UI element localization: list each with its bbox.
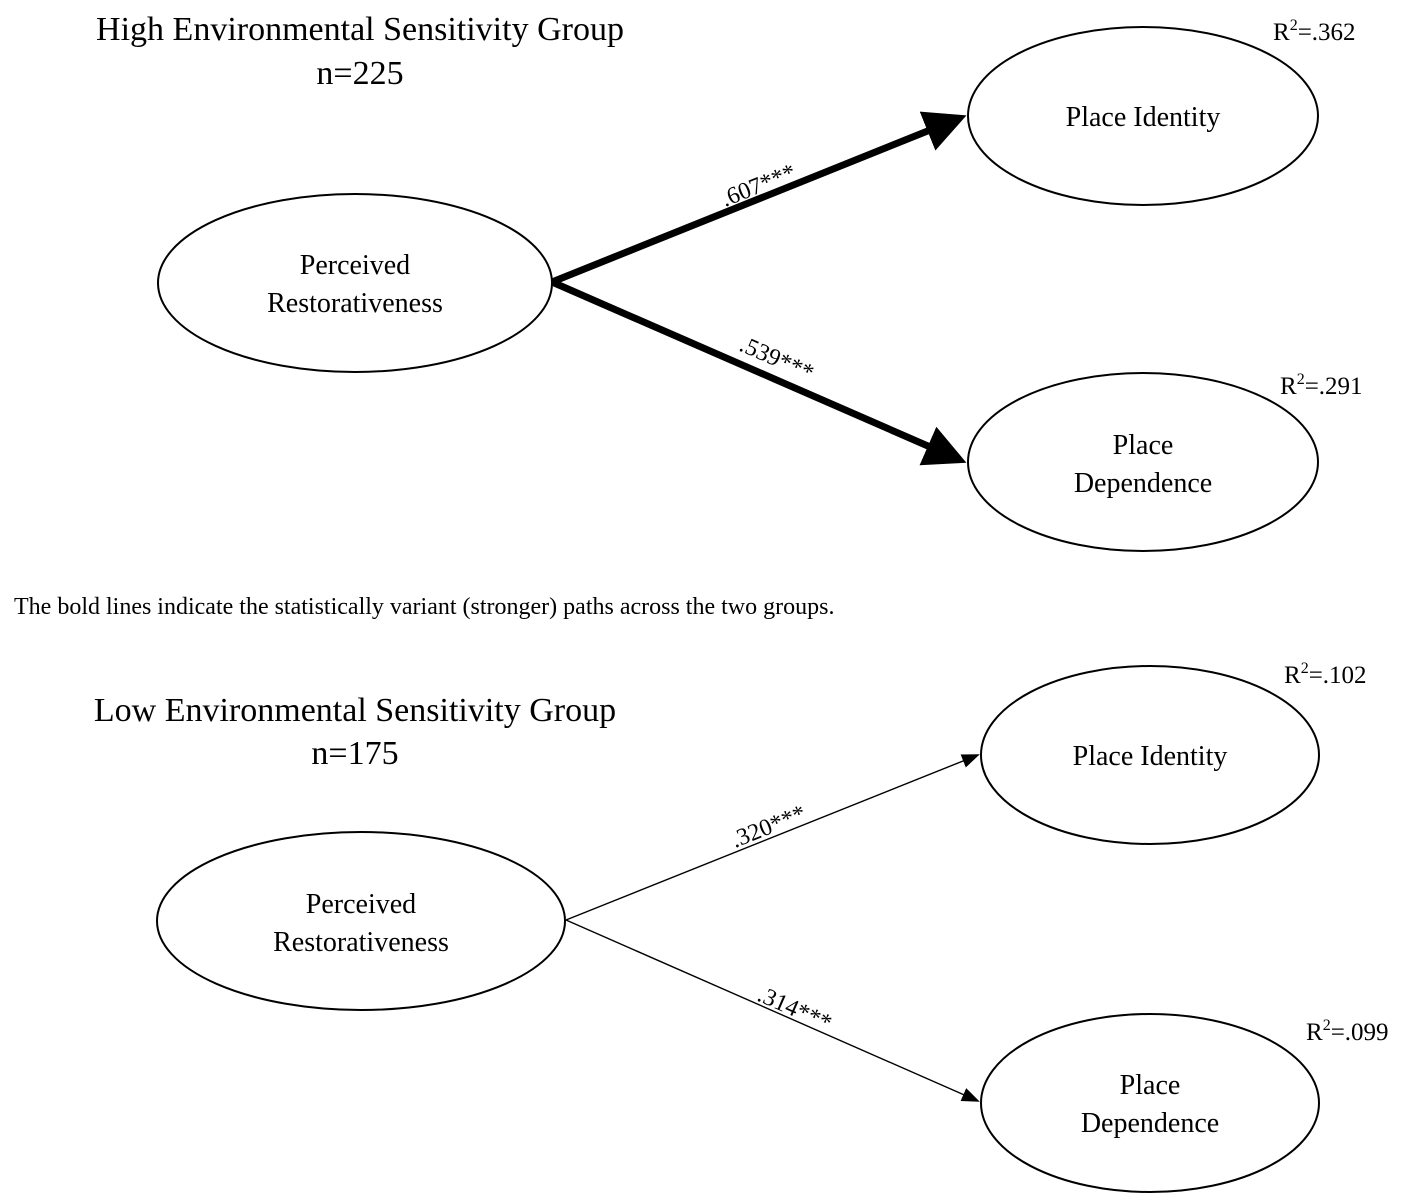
high-dependence-label-line2: Dependence xyxy=(1074,468,1212,499)
high-dependence-label-line1: Place xyxy=(1113,430,1174,461)
low-dependence-r2: R2=.099 xyxy=(1306,1017,1389,1046)
high-group-panel: High Environmental Sensitivity Group n=2… xyxy=(96,11,1363,552)
high-group-n: n=225 xyxy=(316,55,403,92)
low-path-identity-coef: .320*** xyxy=(728,800,810,853)
high-source-node xyxy=(157,193,553,373)
low-identity-node xyxy=(980,665,1320,845)
low-source-label-line1: Perceived xyxy=(306,889,416,920)
high-path-dependence-line xyxy=(550,278,967,466)
low-group-title: Low Environmental Sensitivity Group xyxy=(94,692,616,729)
low-path-identity-line xyxy=(565,754,980,921)
low-dependence-label-line1: Place xyxy=(1120,1070,1181,1101)
low-source-node xyxy=(156,831,566,1011)
high-identity-label: Place Identity xyxy=(1066,102,1221,133)
low-source-label-line2: Restorativeness xyxy=(273,927,449,958)
low-dependence-label-line2: Dependence xyxy=(1081,1108,1219,1139)
high-source-label-line2: Restorativeness xyxy=(267,288,443,319)
high-dependence-r2: R2=.291 xyxy=(1280,371,1363,400)
high-identity-node xyxy=(967,26,1319,206)
high-path-identity-line xyxy=(550,111,967,286)
high-dependence-node xyxy=(967,372,1319,552)
low-path-dependence-coef: .314*** xyxy=(754,982,836,1037)
low-group-panel: Low Environmental Sensitivity Group n=17… xyxy=(94,660,1389,1193)
high-group-title: High Environmental Sensitivity Group xyxy=(96,11,624,48)
high-path-identity-coef: .607*** xyxy=(718,159,800,212)
high-identity-r2: R2=.362 xyxy=(1273,17,1356,46)
bold-lines-note: The bold lines indicate the statisticall… xyxy=(14,594,834,620)
low-path-dependence-line xyxy=(565,919,980,1102)
low-group-n: n=175 xyxy=(311,735,398,772)
high-source-label-line1: Perceived xyxy=(300,250,410,281)
low-identity-label: Place Identity xyxy=(1073,741,1228,772)
low-dependence-node xyxy=(980,1013,1320,1193)
low-identity-r2: R2=.102 xyxy=(1284,660,1367,689)
